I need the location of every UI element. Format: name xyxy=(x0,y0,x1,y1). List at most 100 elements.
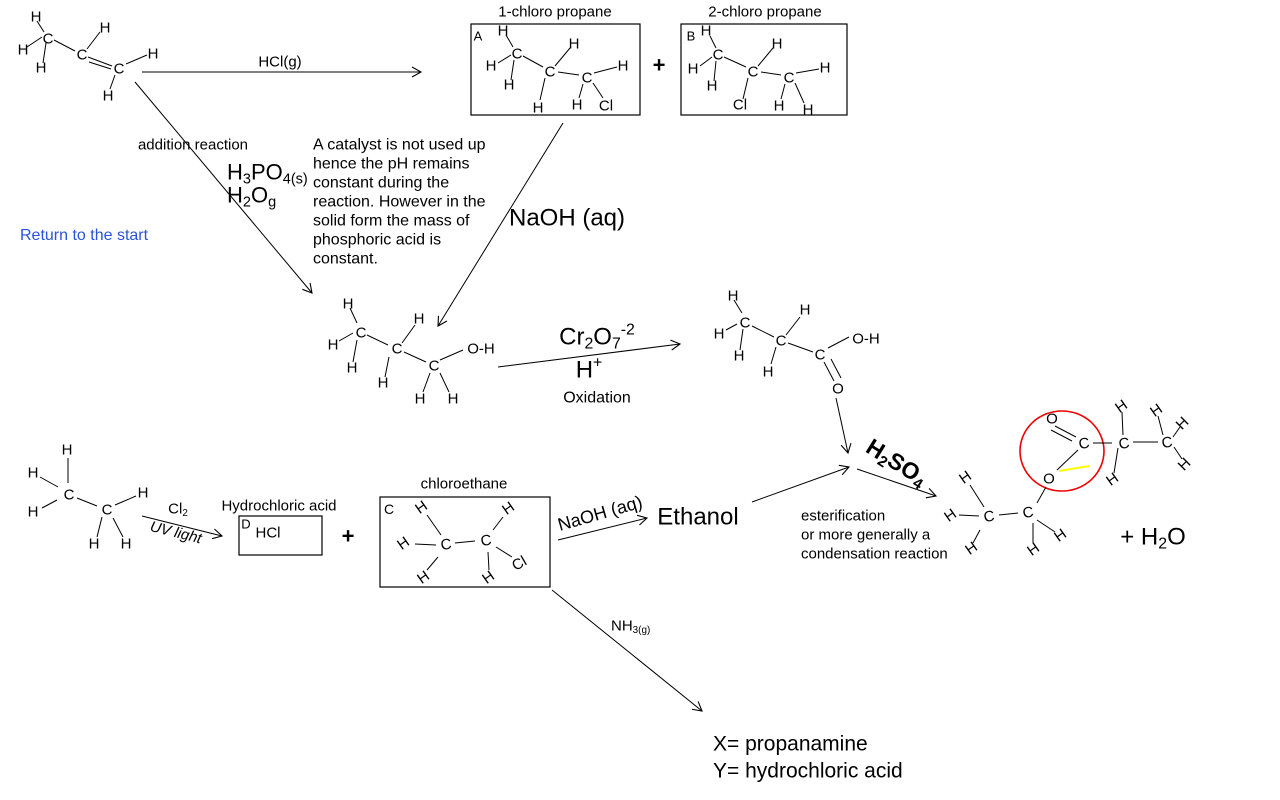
chloropropane2-atom: H xyxy=(820,59,831,76)
ethanol-label: Ethanol xyxy=(657,503,738,530)
propanoic-acid-bond xyxy=(827,336,850,349)
propanol-bond xyxy=(338,332,354,342)
naoh-aq-upper-label: NaOH (aq) xyxy=(509,204,625,231)
chloroethane-atom: H xyxy=(414,568,433,588)
propanoic-acid-atom: C xyxy=(776,332,787,349)
ester-acyl-atom: C xyxy=(1078,435,1091,453)
addition-reaction-label: addition reaction xyxy=(138,136,248,153)
reaction-arrow-addition xyxy=(134,81,313,294)
chloropropane1-bond xyxy=(497,54,512,64)
chloropropane2-atom: H xyxy=(774,97,785,114)
chloropropane1-atom: H xyxy=(498,22,509,39)
propanoic-acid-bond xyxy=(733,299,743,314)
product-b-title: 2-chloro propane xyxy=(708,3,821,20)
return-to-start-link[interactable]: Return to the start xyxy=(20,227,149,244)
ester-acyl-bond xyxy=(1172,426,1181,438)
plus-h2o-label: + H2O xyxy=(1120,523,1186,552)
propene-atom: H xyxy=(36,59,47,76)
propene-bond xyxy=(36,20,45,33)
esterification-note-line-1: esterification xyxy=(801,507,885,524)
chloroethane-bond xyxy=(426,514,442,536)
chloropropane1-atom: H xyxy=(486,57,497,74)
chloropropane1-atom: H xyxy=(618,57,629,74)
box-b-letter: B xyxy=(687,29,696,44)
chloroethane-atom: H xyxy=(479,568,498,588)
propanoic-acid-bond xyxy=(785,316,801,336)
propene-bond xyxy=(109,74,116,90)
propanoic-acid-atom: C xyxy=(815,346,826,363)
ester-acyl-atom: C xyxy=(1118,435,1131,453)
ester-acyl-atom: O xyxy=(1046,410,1058,427)
chloroethane-title: chloroethane xyxy=(421,475,508,492)
propanol-bond xyxy=(349,307,358,324)
chloroethane-bond xyxy=(454,540,476,544)
reaction-arrow-cl2 xyxy=(141,515,224,540)
propanol-atom: H xyxy=(343,295,354,312)
propene-atom: H xyxy=(31,8,42,25)
chloropropane2-atom: H xyxy=(803,101,814,118)
chloropropane1-bond xyxy=(554,47,571,67)
propanol-atom: C xyxy=(429,357,440,374)
propene-atom: H xyxy=(100,19,111,36)
chloroethane-atom: H xyxy=(394,534,413,554)
product-a-title: 1-chloro propane xyxy=(498,3,611,20)
chloropropane1-bond xyxy=(578,83,584,99)
propanoic-acid-bond xyxy=(751,325,775,338)
propanol-atom: H xyxy=(328,336,339,353)
propanoic-acid-atom: H xyxy=(728,287,739,304)
ethane-atom: H xyxy=(62,441,73,458)
ethane-atom: H xyxy=(28,464,39,481)
propene-bond xyxy=(53,39,76,52)
propene-atom: C xyxy=(114,60,125,77)
h2so4-label: H2SO4 xyxy=(860,433,933,493)
propanoic-acid-double-bond xyxy=(823,361,835,382)
ester-acyl-bond xyxy=(1173,446,1183,460)
propanoic-acid-bond xyxy=(739,328,744,351)
chloroethane-atom: C xyxy=(480,532,493,550)
chloropropane1-atom: H xyxy=(569,35,580,52)
chloroethane-bond xyxy=(492,516,504,531)
ethane-atom: C xyxy=(64,486,75,503)
ester-ethyl-atom: H xyxy=(962,539,981,559)
reaction-arrow-oxidation xyxy=(497,339,682,368)
propene-bond xyxy=(26,36,43,48)
chloropropane1-bond xyxy=(522,55,544,68)
ester-ethyl-bond xyxy=(958,514,980,517)
chloropropane2-atom: C xyxy=(748,63,759,80)
chloropropane1-atom: Cl xyxy=(599,97,613,114)
propanol-bond xyxy=(401,324,416,344)
chloropropane2-atom: C xyxy=(713,46,724,63)
ester-acyl-double-bond xyxy=(1054,425,1077,438)
chloropropane2-bond xyxy=(757,47,774,67)
chloropropane2-bond xyxy=(780,83,786,100)
propanoic-acid-atom: O xyxy=(832,380,844,397)
plus-sign-ab: + xyxy=(653,53,666,78)
propanol-bond xyxy=(403,351,427,363)
propanoic-acid-atom: H xyxy=(800,301,811,318)
propene-double-bond xyxy=(88,61,112,70)
box-a xyxy=(470,23,641,116)
chloropropane1-atom: C xyxy=(545,63,556,80)
catalyst-note-line-7: constant. xyxy=(313,251,378,268)
reaction-arrow-ethanol-to-junction xyxy=(751,464,851,503)
propene-atom: H xyxy=(148,45,159,62)
reaction-arrow-naoh-lower xyxy=(557,514,649,541)
box-b xyxy=(680,23,848,116)
chloroethane-bond xyxy=(414,543,437,546)
ethane-bond xyxy=(76,497,98,507)
box-c-letter: C xyxy=(384,501,394,517)
chloropropane2-atom: H xyxy=(701,22,712,39)
chloropropane1-atom: H xyxy=(533,99,544,116)
chloropropane1-bond xyxy=(592,82,604,99)
ester-ethyl-atom: H xyxy=(1024,540,1043,560)
ethane-bond xyxy=(112,517,124,538)
catalyst-note-line-5: solid form the mass of xyxy=(313,213,470,230)
propanoic-acid-double-bond xyxy=(830,358,842,379)
chloroethane-bond xyxy=(495,546,513,558)
chloropropane1-atom: H xyxy=(572,96,583,113)
ester-acyl-atom: H xyxy=(1103,470,1122,490)
propene-atom: H xyxy=(18,41,29,58)
ester-acyl-atom: O xyxy=(1043,470,1055,487)
